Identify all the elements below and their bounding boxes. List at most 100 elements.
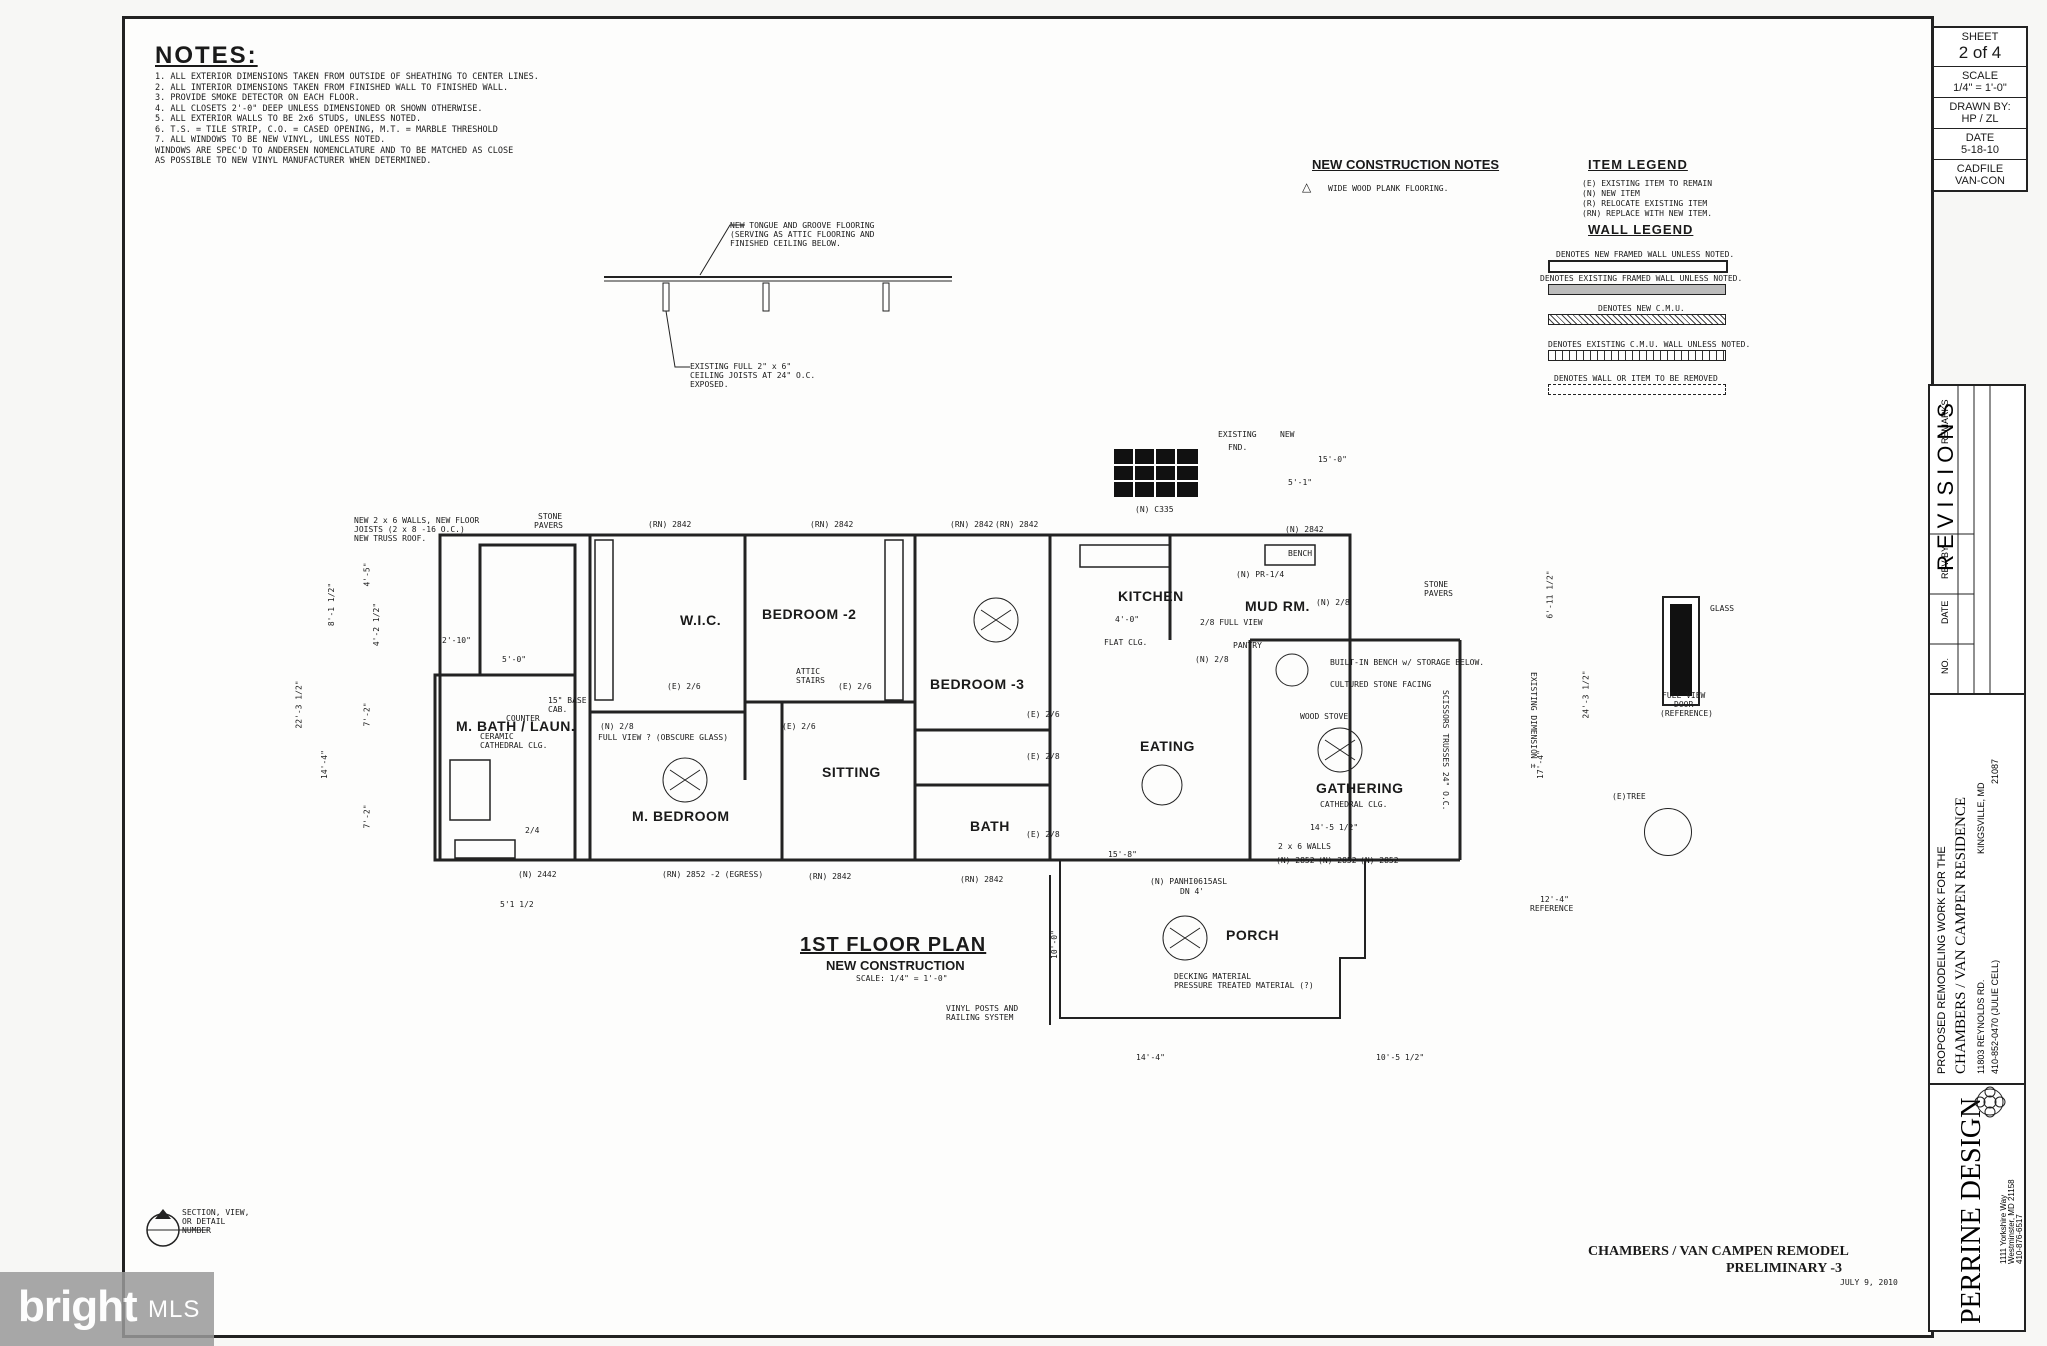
scissor-truss-label: SCISSORS TRUSSES 24" O.C. bbox=[1441, 690, 1450, 811]
sheet-number: 2 of 4 bbox=[1958, 43, 2002, 62]
room-mbath: M. BATH / LAUN. bbox=[456, 718, 576, 734]
svg-text:410-852-0470 (JULIE CELL): 410-852-0470 (JULIE CELL) bbox=[1990, 960, 2000, 1074]
stone-pavers-right-2: PAVERS bbox=[1424, 589, 1453, 598]
svg-text:Westminster, MD 21158: Westminster, MD 21158 bbox=[2007, 1179, 2016, 1264]
dimension-label: 10'-5 1/2" bbox=[1376, 1053, 1425, 1062]
fnd-label: FND. bbox=[1228, 443, 1248, 452]
svg-text:KINGSVILLE, MD: KINGSVILLE, MD bbox=[1976, 782, 1986, 854]
builtin-bench-label: BUILT-IN BENCH w/ STORAGE BELOW. bbox=[1330, 658, 1485, 667]
svg-text:1111 Yorkshire Way: 1111 Yorkshire Way bbox=[1999, 1195, 2008, 1264]
room-sitting: SITTING bbox=[822, 764, 881, 780]
window-label: (N) 2442 bbox=[518, 870, 557, 879]
joist-label-2: CEILING JOISTS AT 24" O.C. bbox=[690, 371, 816, 380]
wall-swatch-existing-cmu bbox=[1548, 350, 1726, 361]
wall-legend-item-2: DENOTES EXISTING FRAMED WALL UNLESS NOTE… bbox=[1540, 274, 1743, 283]
dimension-label: 7'-2" bbox=[362, 804, 372, 829]
item-legend-list: (E) EXISTING ITEM TO REMAIN(N) NEW ITEM(… bbox=[1582, 179, 1712, 219]
new-walls-note-3: NEW TRUSS ROOF. bbox=[354, 534, 427, 543]
wood-stove-label: WOOD STOVE bbox=[1300, 712, 1349, 721]
dimension-label: 7'-2" bbox=[362, 702, 372, 727]
window-label: (RN) 2842 bbox=[810, 520, 854, 529]
dimension-label: 17'-4" bbox=[1535, 750, 1545, 779]
vinyl-posts-label: VINYL POSTS AND bbox=[946, 1004, 1019, 1013]
note-item: 2. ALL INTERIOR DIMENSIONS TAKEN FROM FI… bbox=[155, 82, 509, 93]
room-mud: MUD RM. bbox=[1245, 598, 1310, 614]
door-label: (E) 2/8 bbox=[1026, 830, 1060, 839]
window-label: (RN) 2842 bbox=[648, 520, 692, 529]
note-item: 6. T.S. = TILE STRIP, C.O. = CASED OPENI… bbox=[155, 124, 498, 135]
flat-ceiling-label: FLAT CLG. bbox=[1104, 638, 1148, 647]
svg-text:410-876-6517: 410-876-6517 bbox=[2015, 1214, 2024, 1264]
door-reference-label: FULL VIEW bbox=[1662, 691, 1706, 700]
dimension-label: 4'-5" bbox=[362, 562, 372, 587]
door-label: (N) 2/8 bbox=[600, 722, 634, 731]
construction-notes-title: NEW CONSTRUCTION NOTES bbox=[1312, 157, 1500, 172]
decking-label: DECKING MATERIAL bbox=[1174, 972, 1252, 981]
window-label: (RN) 2842 bbox=[808, 872, 852, 881]
room-porch: PORCH bbox=[1226, 927, 1280, 943]
door-label: (E) 2/8 bbox=[1026, 752, 1060, 761]
note-item: 4. ALL CLOSETS 2'-0" DEEP UNLESS DIMENSI… bbox=[155, 103, 483, 114]
note-item: WINDOWS ARE SPEC'D TO ANDERSEN NOMENCLAT… bbox=[155, 145, 514, 156]
window-label: DN 4' bbox=[1180, 887, 1205, 896]
room-eating: EATING bbox=[1140, 738, 1195, 754]
stone-pavers-label: STONE bbox=[538, 512, 563, 521]
plan-scale: SCALE: 1/4" = 1'-0" bbox=[856, 974, 948, 983]
warning-triangle-icon: △ bbox=[1302, 180, 1312, 194]
dimension-label: 5'-0" bbox=[502, 655, 527, 664]
window-label: (N) 2852 bbox=[1318, 856, 1357, 865]
room-gathering: GATHERING bbox=[1316, 780, 1404, 796]
door-label: (N) 2/8 bbox=[1195, 655, 1229, 664]
door-label: (N) PR-1/4 bbox=[1236, 570, 1285, 579]
wall-legend-item-3: DENOTES NEW C.M.U. bbox=[1598, 304, 1685, 313]
drawn-cell: DRAWN BY:HP / ZL bbox=[1934, 98, 2026, 129]
notes-title: NOTES: bbox=[155, 42, 258, 69]
solar-panel-icon bbox=[1114, 449, 1198, 497]
dimension-label: 14'-4" bbox=[319, 750, 329, 779]
bench-label: BENCH bbox=[1288, 549, 1313, 558]
dimension-label: 10'-0" bbox=[1049, 930, 1059, 959]
door-reference-label-2: DOOR bbox=[1674, 700, 1694, 709]
room-bedroom-3: BEDROOM -3 bbox=[930, 676, 1025, 692]
room-kitchen: KITCHEN bbox=[1118, 588, 1184, 604]
project-stamp-title: CHAMBERS / VAN CAMPEN REMODEL bbox=[1588, 1244, 1849, 1259]
base-cab-label: 15" BASE bbox=[548, 696, 587, 705]
vinyl-posts-label-2: RAILING SYSTEM bbox=[946, 1013, 1014, 1022]
dimension-label: 12'-4" bbox=[1540, 895, 1569, 904]
tongue-groove-label: NEW TONGUE AND GROOVE FLOORING bbox=[730, 221, 875, 230]
joist-label-3: EXPOSED. bbox=[690, 380, 729, 389]
svg-text:21087: 21087 bbox=[1990, 759, 2000, 784]
svg-text:11803 REYNOLDS RD.: 11803 REYNOLDS RD. bbox=[1976, 980, 1986, 1074]
revisions-block: REVISIONS NO. DATE REV BY REMARKS PROPOS… bbox=[1928, 384, 2026, 1332]
bright-mls-watermark: bright MLS bbox=[0, 1272, 214, 1346]
glass-label: GLASS bbox=[1710, 604, 1735, 613]
firm-name: PERRINE DESIGN bbox=[1956, 1098, 1987, 1324]
item-legend-entry: (R) RELOCATE EXISTING ITEM bbox=[1582, 199, 1708, 208]
door-label: 2/4 bbox=[525, 826, 540, 835]
joist-label: EXISTING FULL 2" x 6" bbox=[690, 362, 792, 371]
decking-label-2: PRESSURE TREATED MATERIAL (?) bbox=[1174, 981, 1314, 990]
note-item: 5. ALL EXTERIOR WALLS TO BE 2x6 STUDS, U… bbox=[155, 114, 422, 124]
section-label-3: NUMBER bbox=[182, 1226, 211, 1235]
new-label: NEW bbox=[1280, 430, 1295, 439]
project-line-1: PROPOSED REMODELING WORK FOR THE bbox=[1936, 846, 1948, 1074]
door-label: (E) 2/6 bbox=[782, 722, 816, 731]
dimension-label: 15'-0" bbox=[1318, 455, 1347, 464]
plan-subtitle: NEW CONSTRUCTION bbox=[826, 958, 965, 973]
item-legend-entry: (E) EXISTING ITEM TO REMAIN bbox=[1582, 179, 1713, 188]
door-label: 2/8 FULL VIEW bbox=[1200, 618, 1263, 627]
note-item: 3. PROVIDE SMOKE DETECTOR ON EACH FLOOR. bbox=[155, 93, 360, 103]
stone-pavers-right: STONE bbox=[1424, 580, 1449, 589]
dimension-label: 5'1 1/2 bbox=[500, 900, 534, 909]
revisions-label: REVISIONS bbox=[1933, 397, 1958, 571]
room-mbedroom: M. BEDROOM bbox=[632, 808, 730, 824]
tongue-groove-label-3: FINISHED CEILING BELOW. bbox=[730, 239, 841, 248]
svg-text:REV BY: REV BY bbox=[1940, 546, 1950, 579]
window-label: (RN) 2842 bbox=[950, 520, 994, 529]
existing-label: EXISTING bbox=[1218, 430, 1257, 439]
wall-swatch-new-framed bbox=[1548, 260, 1728, 273]
watermark-brand: bright bbox=[18, 1282, 138, 1331]
door-label: (E) 2/6 bbox=[667, 682, 701, 691]
